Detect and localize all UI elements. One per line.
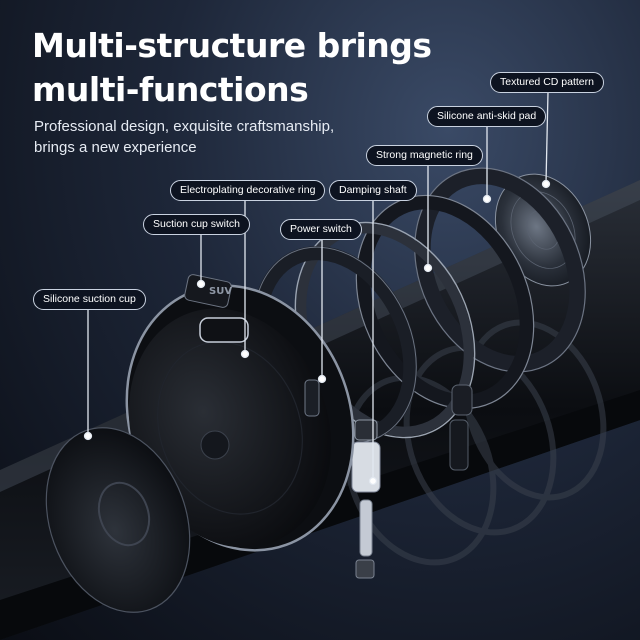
side-clip [449, 384, 473, 471]
suction-cup [45, 427, 191, 613]
headline-line-2: multi-functions [32, 70, 309, 109]
callout-textured-cd-pattern: Textured CD pattern [490, 72, 604, 93]
magnetic-ring [355, 194, 535, 410]
anti-skid-pad [414, 167, 586, 373]
callout-damping-shaft: Damping shaft [329, 180, 417, 201]
ring-reflections [343, 319, 607, 566]
subheadline-line-2: brings a new experience [34, 139, 197, 156]
subheadline: Professional design, exquisite craftsman… [34, 116, 334, 158]
callout-electroplating-decorative-ring: Electroplating decorative ring [170, 180, 326, 201]
headline-line-1: Multi-structure brings [32, 26, 432, 65]
main-body [125, 284, 355, 552]
suction-cup-switch: SUV [184, 274, 249, 343]
callout-silicone-suction-cup: Silicone suction cup [33, 289, 146, 310]
switch-mark: SUV [209, 286, 232, 297]
callout-power-switch: Power switch [280, 219, 362, 240]
subheadline-line-1: Professional design, exquisite craftsman… [34, 118, 335, 135]
headline: Multi-structure brings multi-functions [32, 24, 432, 112]
callout-strong-magnetic-ring: Strong magnetic ring [366, 145, 483, 166]
callout-suction-cup-switch: Suction cup switch [143, 214, 250, 235]
callout-silicone-anti-skid-pad: Silicone anti-skid pad [427, 106, 547, 127]
leader-lines [83, 91, 551, 486]
